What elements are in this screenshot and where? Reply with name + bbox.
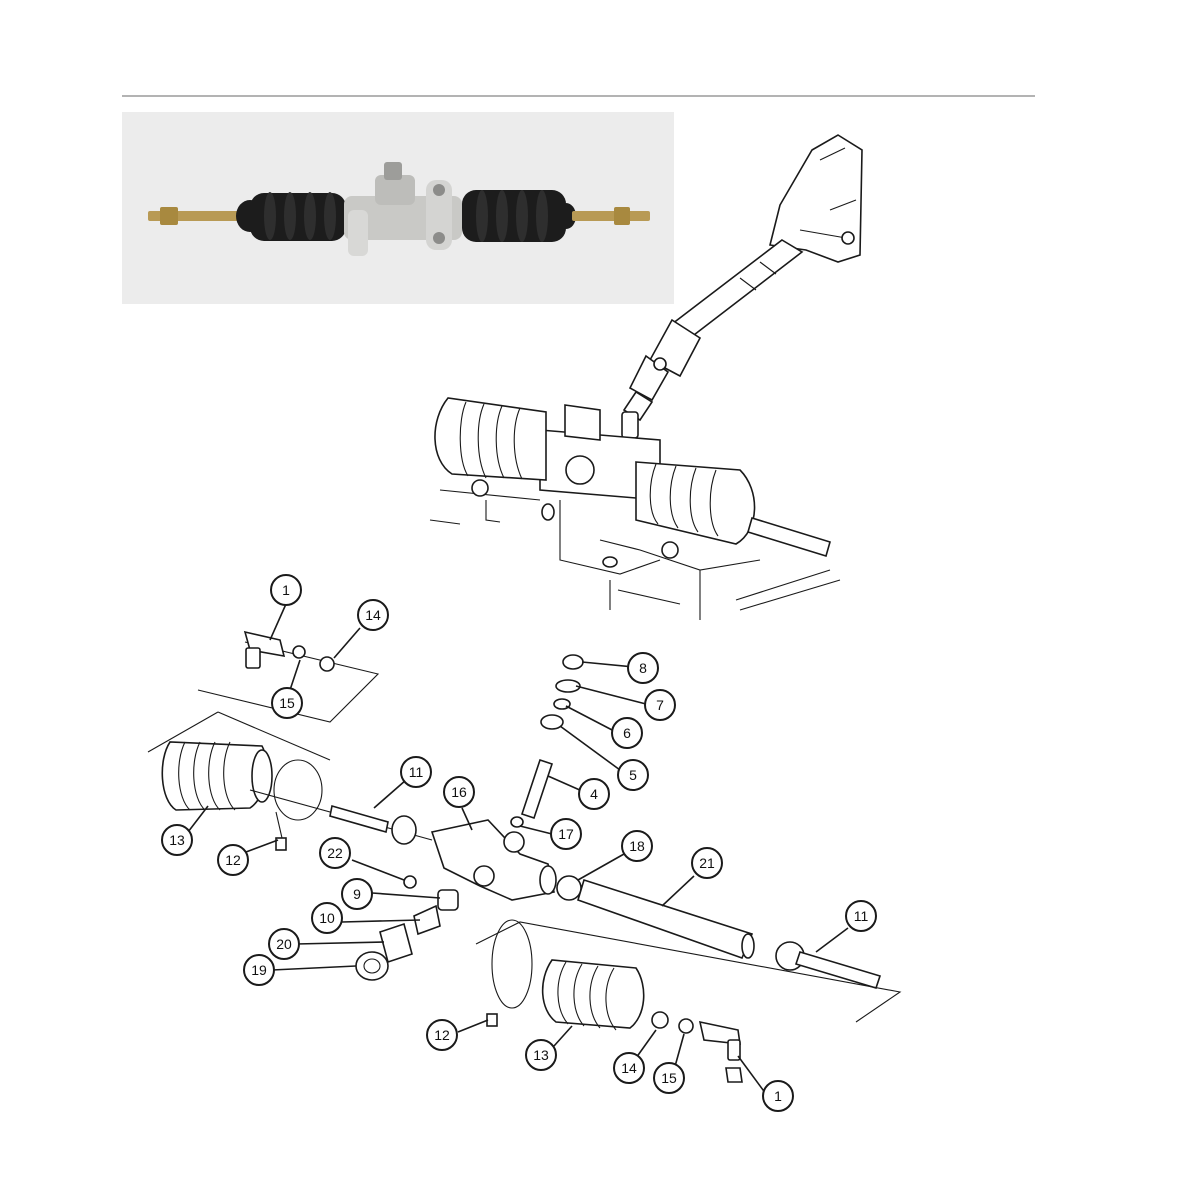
- callout-1-top: 1: [270, 574, 302, 606]
- callout-label: 4: [590, 786, 598, 802]
- callout-5: 5: [617, 759, 649, 791]
- callout-18: 18: [621, 830, 653, 862]
- callout-label: 7: [656, 697, 664, 713]
- callout-label: 14: [621, 1060, 637, 1076]
- callout-15-top: 15: [271, 687, 303, 719]
- steering-exploded-drawing: [147, 630, 902, 1083]
- callout-4: 4: [578, 778, 610, 810]
- callout-10: 10: [311, 902, 343, 934]
- callout-19: 19: [243, 954, 275, 986]
- callout-label: 16: [451, 784, 467, 800]
- callout-label: 17: [558, 826, 574, 842]
- callout-label: 13: [533, 1047, 549, 1063]
- callout-12-left: 12: [217, 844, 249, 876]
- callout-label: 11: [854, 908, 869, 924]
- callout-8: 8: [627, 652, 659, 684]
- callout-label: 18: [629, 838, 645, 854]
- callout-label: 10: [319, 910, 335, 926]
- callout-label: 6: [623, 725, 631, 741]
- callout-label: 9: [353, 886, 361, 902]
- callout-12-bottom: 12: [426, 1019, 458, 1051]
- callout-label: 15: [661, 1070, 677, 1086]
- callout-17: 17: [550, 818, 582, 850]
- callout-label: 12: [225, 852, 241, 868]
- callout-20: 20: [268, 928, 300, 960]
- callout-16: 16: [443, 776, 475, 808]
- steering-installed-drawing: [429, 134, 863, 620]
- steering-rack-photo: [122, 112, 674, 304]
- callout-label: 22: [327, 845, 343, 861]
- callout-15-bottom: 15: [653, 1062, 685, 1094]
- callout-13-left: 13: [161, 824, 193, 856]
- callout-6: 6: [611, 717, 643, 749]
- callout-label: 14: [365, 607, 381, 623]
- callout-label: 19: [251, 962, 267, 978]
- callout-label: 5: [629, 767, 637, 783]
- callout-22: 22: [319, 837, 351, 869]
- callout-label: 20: [276, 936, 292, 952]
- callout-label: 21: [699, 855, 715, 871]
- callout-7: 7: [644, 689, 676, 721]
- callout-label: 1: [774, 1088, 782, 1104]
- callout-14-bottom: 14: [613, 1052, 645, 1084]
- leader-lines: [187, 603, 849, 1095]
- callout-21: 21: [691, 847, 723, 879]
- callout-label: 12: [434, 1027, 450, 1043]
- callout-9: 9: [341, 878, 373, 910]
- callout-label: 11: [409, 764, 424, 780]
- callout-label: 8: [639, 660, 647, 676]
- callout-label: 15: [279, 695, 295, 711]
- callout-label: 13: [169, 832, 185, 848]
- callout-14-top: 14: [357, 599, 389, 631]
- callout-1-bottom: 1: [762, 1080, 794, 1112]
- callout-11-right: 11: [845, 900, 877, 932]
- callout-11-left: 11: [400, 756, 432, 788]
- callout-13-bottom: 13: [525, 1039, 557, 1071]
- callout-label: 1: [282, 582, 290, 598]
